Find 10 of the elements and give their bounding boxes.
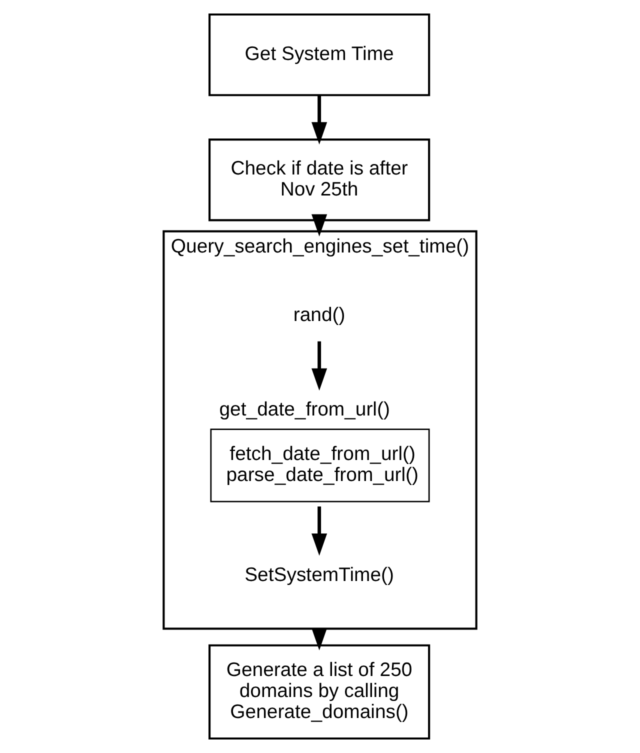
arrow xyxy=(312,214,328,237)
arrow xyxy=(312,96,328,144)
node-box: Generate a list of 250 domains by calling Generate_domains() xyxy=(208,644,430,740)
node-text: SetSystemTime() xyxy=(244,564,394,586)
node-label: get_date_from_url() xyxy=(219,398,390,421)
arrow xyxy=(312,506,328,556)
node-box: Get System Time xyxy=(208,13,430,96)
node-box: fetch_date_from_url() parse_date_from_url() xyxy=(210,428,430,502)
arrow xyxy=(312,341,328,391)
node-text: rand() xyxy=(293,304,346,326)
